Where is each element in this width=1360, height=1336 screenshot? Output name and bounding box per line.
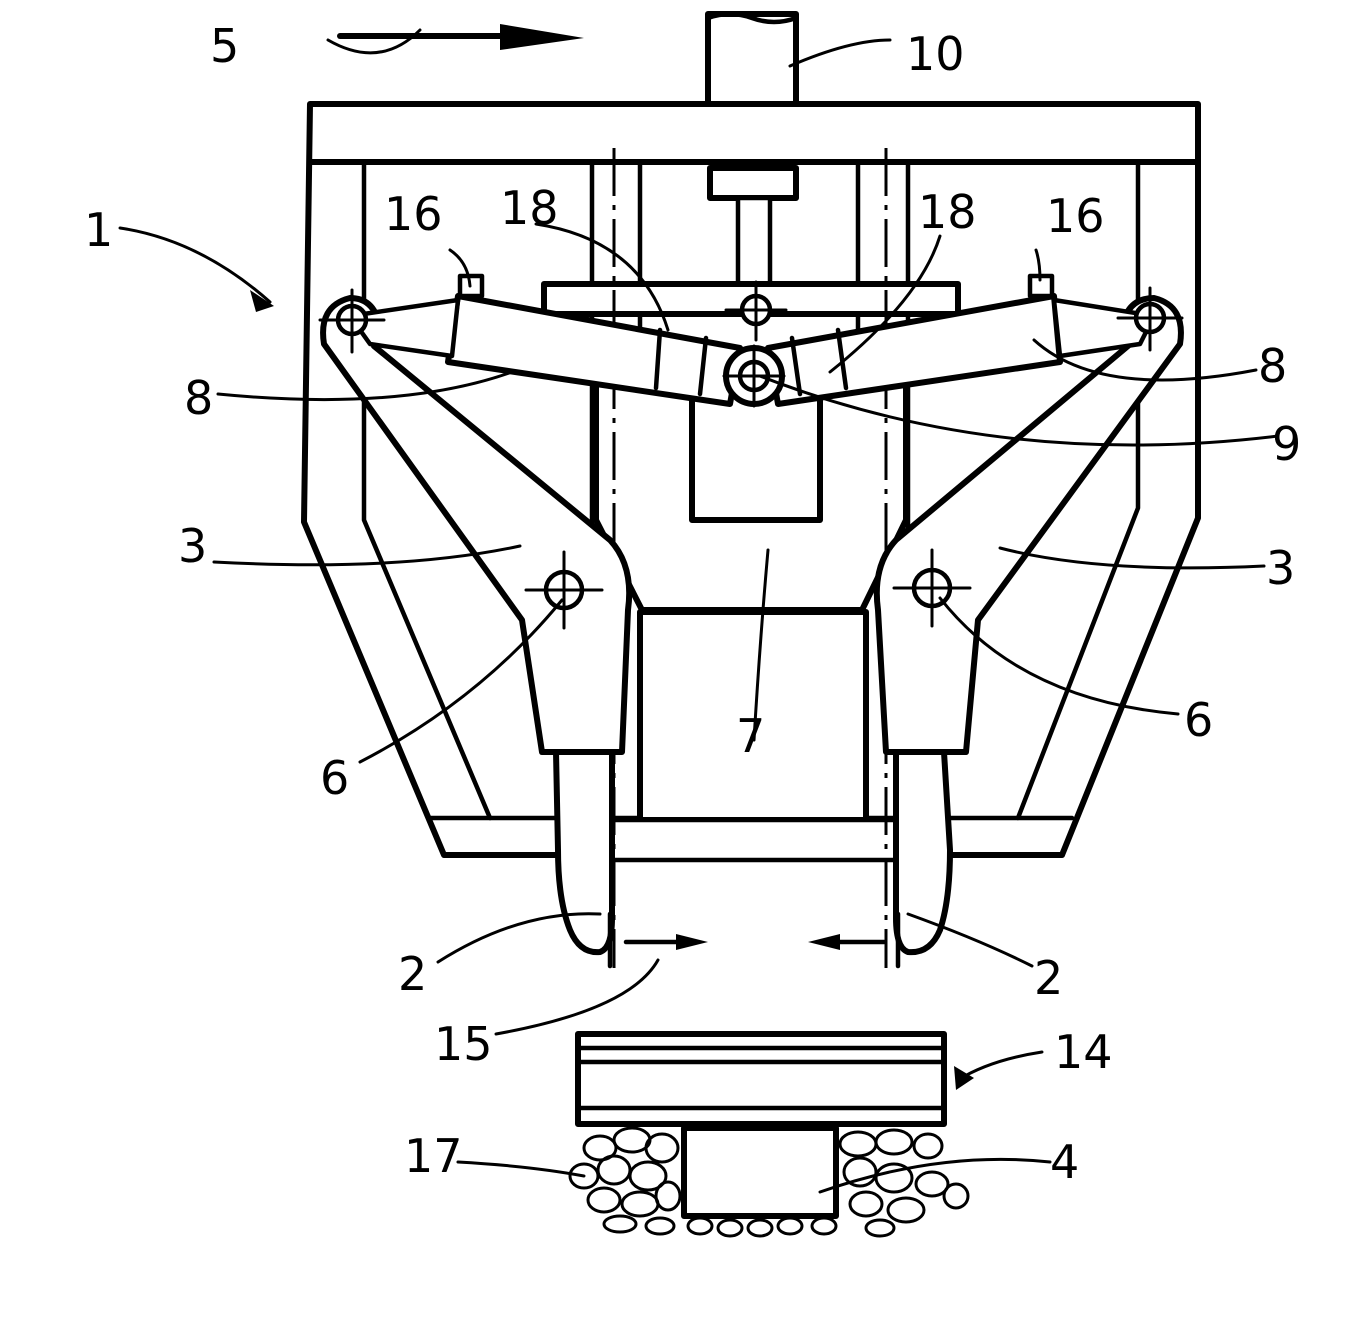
label-18-right: 18 — [918, 185, 977, 239]
central-body — [596, 380, 906, 610]
lifting-column — [708, 14, 796, 104]
label-4: 4 — [1050, 1135, 1079, 1189]
closing-arrow-left — [626, 934, 708, 950]
cylinder-cap — [710, 168, 796, 198]
label-7: 7 — [736, 709, 765, 763]
label-2-right: 2 — [1034, 951, 1063, 1005]
label-10: 10 — [906, 27, 965, 81]
label-6-left: 6 — [320, 751, 349, 805]
label-2-left: 2 — [398, 947, 427, 1001]
label-14: 14 — [1054, 1025, 1113, 1079]
label-5: 5 — [210, 19, 239, 73]
bottom-crossbar — [600, 820, 900, 860]
label-3-left: 3 — [178, 519, 207, 573]
rail — [578, 1034, 944, 1124]
label-1: 1 — [84, 203, 113, 257]
label-16-right: 16 — [1046, 189, 1105, 243]
label-3-right: 3 — [1266, 541, 1295, 595]
label-17: 17 — [404, 1129, 463, 1183]
travel-direction-arrow — [340, 24, 584, 50]
closing-arrow-right — [808, 934, 884, 950]
label-6-right: 6 — [1184, 693, 1213, 747]
label-16-left: 16 — [384, 187, 443, 241]
clamp-jaw-right — [896, 752, 950, 952]
label-9: 9 — [1272, 417, 1301, 471]
leader-arrow-14 — [954, 1066, 974, 1090]
sleeper — [684, 1128, 836, 1216]
cylinder-rod — [738, 198, 770, 284]
label-8-left: 8 — [184, 371, 213, 425]
label-8-right: 8 — [1258, 339, 1287, 393]
clamp-jaw-left — [556, 752, 612, 952]
label-18-left: 18 — [500, 181, 559, 235]
label-15: 15 — [434, 1017, 493, 1071]
